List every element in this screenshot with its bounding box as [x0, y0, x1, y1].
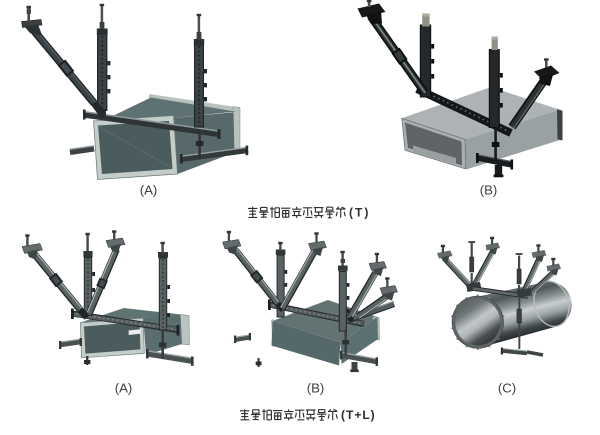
svg-text:(T+L): (T+L)	[341, 408, 376, 422]
svg-text:(B): (B)	[307, 381, 325, 396]
svg-text:(C): (C)	[498, 381, 516, 396]
svg-text:(A): (A)	[115, 381, 133, 396]
svg-text:(T): (T)	[349, 206, 370, 220]
svg-text:(A): (A)	[140, 183, 158, 198]
svg-text:(B): (B)	[480, 183, 498, 198]
